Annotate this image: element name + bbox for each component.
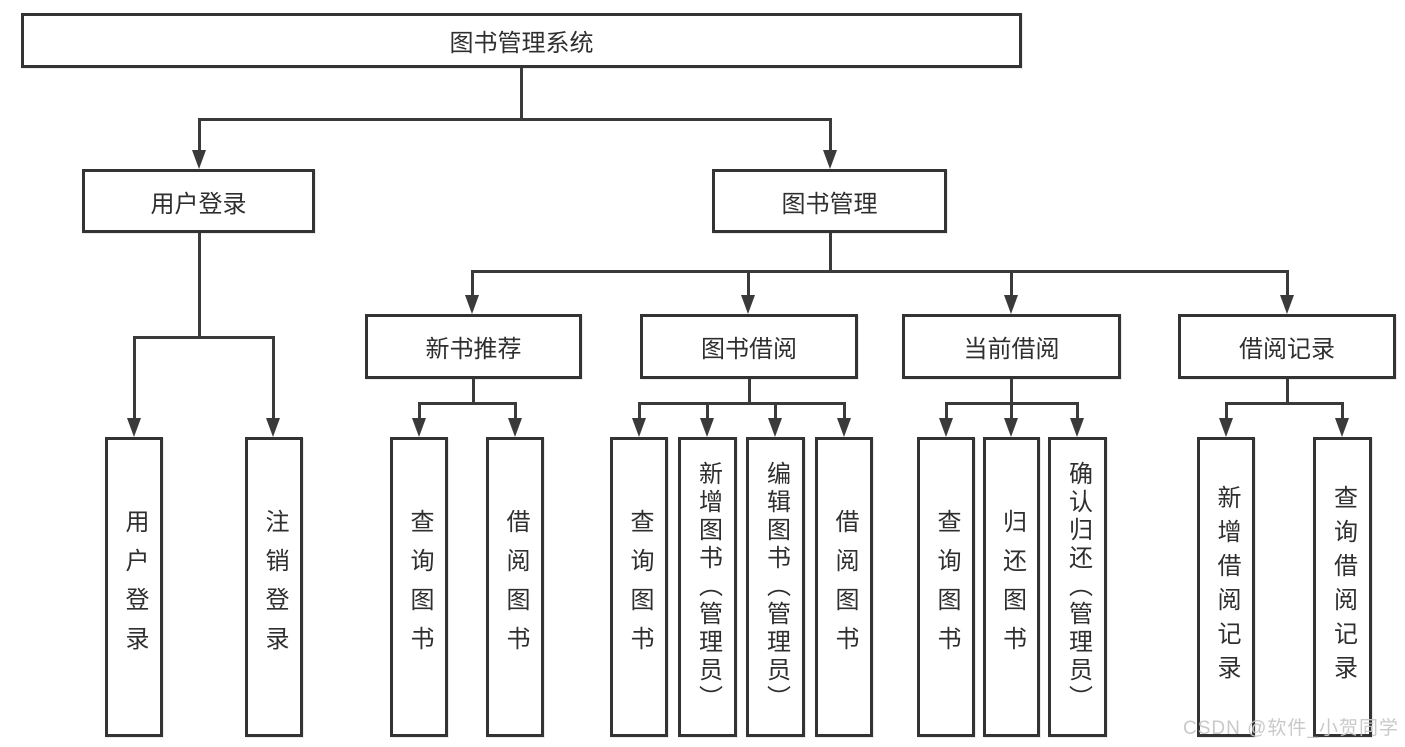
leaf-cu-query-book: 查询图书	[917, 437, 975, 737]
leaf-bw-add-book: 新增图书（管理员）	[678, 437, 737, 737]
leaf-rc-add-record: 新增借阅记录	[1197, 437, 1255, 737]
arrow-to-cu-return	[1004, 418, 1018, 437]
leaf-bw-edit-book: 编辑图书（管理员）	[746, 437, 805, 737]
node-root: 图书管理系统	[21, 13, 1022, 68]
leaf-bw-add-book-label: 新增图书（管理员）	[694, 461, 722, 713]
node-new-book-recommend: 新书推荐	[365, 314, 582, 379]
arrow-to-bw-borrow	[837, 418, 851, 437]
arrow-to-newbook	[465, 295, 479, 314]
arrow-to-cu-confirm	[1070, 418, 1084, 437]
connector-to-rc-query	[1341, 402, 1344, 422]
arrow-to-records	[1280, 295, 1294, 314]
node-root-label: 图书管理系统	[449, 30, 594, 57]
connector-to-cu-return	[1010, 402, 1013, 422]
connector-to-cu-confirm	[1076, 402, 1079, 422]
connector-to-leaf-logout	[272, 336, 275, 422]
connector-to-bw-query	[638, 402, 641, 422]
leaf-nb-query-book: 查询图书	[390, 437, 448, 737]
connector-to-leaf-login	[133, 336, 136, 422]
leaf-logout-label: 注销登录	[261, 509, 288, 665]
leaf-rc-query-record-label: 查询借阅记录	[1329, 485, 1357, 689]
node-book-borrow: 图书借阅	[640, 314, 858, 379]
arrow-to-cu-query	[939, 418, 953, 437]
connector-to-rc-add	[1225, 402, 1228, 422]
node-new-book-recommend-label: 新书推荐	[425, 336, 522, 363]
node-current-borrow-label: 当前借阅	[963, 336, 1060, 363]
connector-to-newbook	[471, 270, 474, 298]
connector-borrow-split	[638, 402, 846, 405]
connector-current-drop	[1010, 379, 1013, 405]
connector-user-split	[133, 336, 275, 339]
arrow-to-bw-query	[632, 418, 646, 437]
connector-to-cu-query	[945, 402, 948, 422]
leaf-bw-borrow-book: 借阅图书	[815, 437, 873, 737]
leaf-bw-edit-book-label: 编辑图书（管理员）	[762, 461, 790, 713]
arrow-to-rc-query	[1335, 418, 1349, 437]
leaf-rc-query-record: 查询借阅记录	[1313, 437, 1372, 737]
node-current-borrow: 当前借阅	[902, 314, 1121, 379]
node-book-borrow-label: 图书借阅	[701, 336, 797, 363]
arrow-to-bw-edit	[768, 418, 782, 437]
connector-to-records	[1286, 270, 1289, 298]
leaf-user-login: 用户登录	[105, 437, 163, 737]
connector-to-book	[829, 118, 832, 154]
node-book-mgmt: 图书管理	[712, 169, 947, 233]
connector-root-drop	[520, 68, 523, 120]
leaf-bw-borrow-book-label: 借阅图书	[831, 509, 858, 665]
connector-root-split	[198, 118, 832, 121]
connector-newbook-drop	[472, 379, 475, 405]
leaf-rc-add-record-label: 新增借阅记录	[1213, 485, 1240, 689]
leaf-cu-confirm-return-label: 确认归还（管理员）	[1064, 461, 1092, 713]
leaf-cu-return-book: 归还图书	[983, 437, 1040, 737]
connector-to-bw-edit	[774, 402, 777, 422]
arrow-to-user	[192, 150, 206, 169]
arrow-to-current	[1004, 295, 1018, 314]
leaf-nb-borrow-book-label: 借阅图书	[502, 509, 529, 665]
leaf-logout: 注销登录	[245, 437, 303, 737]
connector-book-split	[471, 270, 1289, 273]
connector-records-split	[1225, 402, 1344, 405]
connector-borrow-drop	[748, 379, 751, 405]
arrow-to-borrow	[741, 295, 755, 314]
arrow-to-rc-add	[1219, 418, 1233, 437]
connector-to-bw-borrow	[843, 402, 846, 422]
leaf-cu-confirm-return: 确认归还（管理员）	[1048, 437, 1107, 737]
arrow-to-nb-borrow	[508, 418, 522, 437]
node-book-mgmt-label: 图书管理	[781, 190, 878, 218]
arrow-to-nb-query	[412, 418, 426, 437]
arrow-to-bw-add	[700, 418, 714, 437]
connector-to-current	[1010, 270, 1013, 298]
connector-to-nb-borrow	[514, 402, 517, 422]
connector-to-bw-add	[706, 402, 709, 422]
node-user-login-label: 用户登录	[150, 190, 247, 218]
arrow-to-book	[823, 150, 837, 169]
leaf-bw-query-book: 查询图书	[610, 437, 668, 737]
connector-user-drop	[198, 233, 201, 338]
node-borrow-records-label: 借阅记录	[1239, 336, 1335, 363]
arrow-to-leaf-logout	[266, 418, 280, 437]
connector-newbook-split	[418, 402, 517, 405]
leaf-bw-query-book-label: 查询图书	[626, 509, 653, 665]
connector-book-drop	[829, 233, 832, 273]
arrow-to-leaf-login	[127, 418, 141, 437]
leaf-cu-return-book-label: 归还图书	[998, 509, 1026, 665]
node-user-login: 用户登录	[82, 169, 315, 233]
connector-to-borrow	[747, 270, 750, 298]
watermark-text: CSDN @软件_小贺同学	[1183, 718, 1399, 739]
leaf-nb-query-book-label: 查询图书	[406, 509, 433, 665]
leaf-user-login-label: 用户登录	[121, 509, 148, 665]
leaf-nb-borrow-book: 借阅图书	[486, 437, 544, 737]
connector-records-drop	[1286, 379, 1289, 405]
leaf-cu-query-book-label: 查询图书	[933, 509, 960, 665]
connector-to-user	[198, 118, 201, 154]
node-borrow-records: 借阅记录	[1178, 314, 1396, 379]
connector-to-nb-query	[418, 402, 421, 422]
